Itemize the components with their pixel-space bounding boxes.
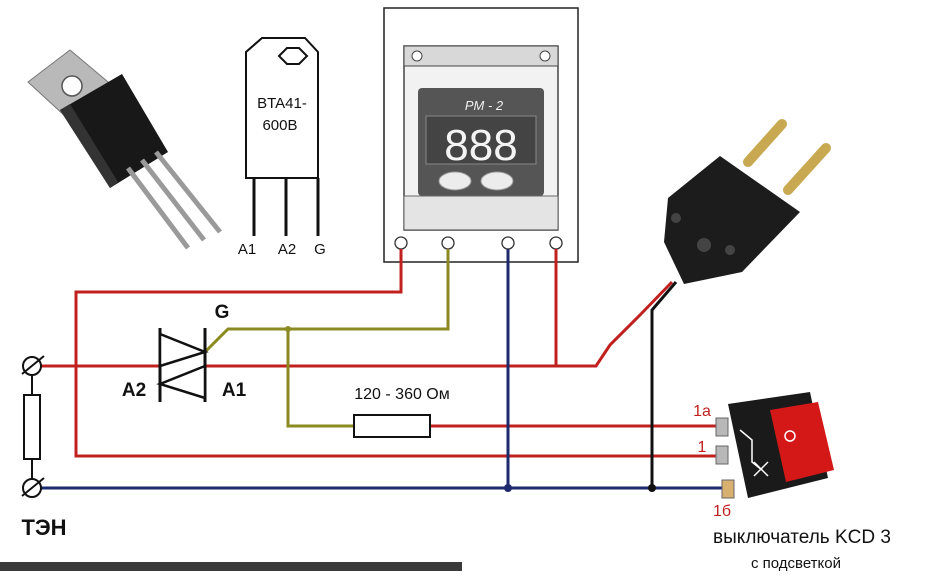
triac-photo-lead xyxy=(126,166,190,250)
wire-red-mains xyxy=(205,280,674,368)
switch-rocker[interactable] xyxy=(770,402,834,482)
switch-indicator-icon xyxy=(784,430,796,442)
wire-black-plug xyxy=(650,281,678,488)
resistor-value: 120 - 360 Ом xyxy=(354,386,450,403)
switch-label-1a: 1a xyxy=(693,403,711,420)
junction xyxy=(285,326,291,332)
triac-symbol: G A2 A1 xyxy=(122,302,247,402)
controller-display xyxy=(425,115,537,165)
heater xyxy=(21,355,45,498)
triac-photo-lead xyxy=(140,158,206,242)
switch-subtitle: с подсветкой xyxy=(751,555,841,571)
triac-photo-lead xyxy=(154,150,222,234)
screw-icon xyxy=(411,50,423,62)
controller-terminal-1 xyxy=(394,236,408,250)
controller-button-right[interactable] xyxy=(480,171,514,191)
controller-button-left[interactable] xyxy=(438,171,472,191)
controller-terminal-2 xyxy=(441,236,455,250)
plug-pin xyxy=(743,119,787,167)
triac-label-g: G xyxy=(215,302,230,323)
package-label-line1: BTA41- xyxy=(257,95,307,112)
resistor: 120 - 360 Ом xyxy=(353,386,450,438)
plug-screw-icon xyxy=(697,238,711,252)
heater-label: ТЭН xyxy=(22,515,67,540)
triac-photo-hole xyxy=(61,75,83,97)
heater-body xyxy=(23,394,41,460)
package-label-line2: 600B xyxy=(262,117,297,134)
switch-title: выключатель KCD 3 xyxy=(713,527,891,548)
triac-label-a1: A1 xyxy=(222,380,247,401)
pin-label-g: G xyxy=(314,241,326,258)
switch-label-1b: 1б xyxy=(713,503,731,520)
controller-pm2: PM - 2 888 xyxy=(383,7,579,263)
plug-pin xyxy=(783,143,831,195)
triac-photo xyxy=(27,49,222,250)
switch-terminal xyxy=(721,479,735,499)
wire-olive-gate xyxy=(203,249,450,354)
junction xyxy=(504,484,512,492)
controller-terminal-4 xyxy=(549,236,563,250)
package-outline: BTA41- 600B A1 A2 G xyxy=(238,37,326,258)
triac-photo-body xyxy=(60,74,168,188)
pin-label-a1: A1 xyxy=(238,241,256,258)
junction xyxy=(648,484,656,492)
photo-edge xyxy=(0,562,462,571)
pin-label-a2: A2 xyxy=(278,241,296,258)
screw-icon xyxy=(539,50,551,62)
package-hole-icon xyxy=(277,47,309,65)
switch-label-1: 1 xyxy=(698,439,707,456)
controller-model: PM - 2 xyxy=(465,98,504,113)
wires xyxy=(32,249,728,492)
plug-photo xyxy=(664,119,831,284)
switch-terminal xyxy=(715,417,729,437)
controller-terminal-3 xyxy=(501,236,515,250)
triac-label-a2: A2 xyxy=(122,380,146,401)
wire-olive-resistor xyxy=(286,329,354,428)
wire-red-loop xyxy=(74,249,718,458)
switch-terminal xyxy=(715,445,729,465)
plug-body xyxy=(664,156,800,284)
resistor-body xyxy=(353,414,431,438)
controller-display-value: 888 xyxy=(444,121,517,170)
switch-photo: 1a 1 1б xyxy=(693,392,834,520)
